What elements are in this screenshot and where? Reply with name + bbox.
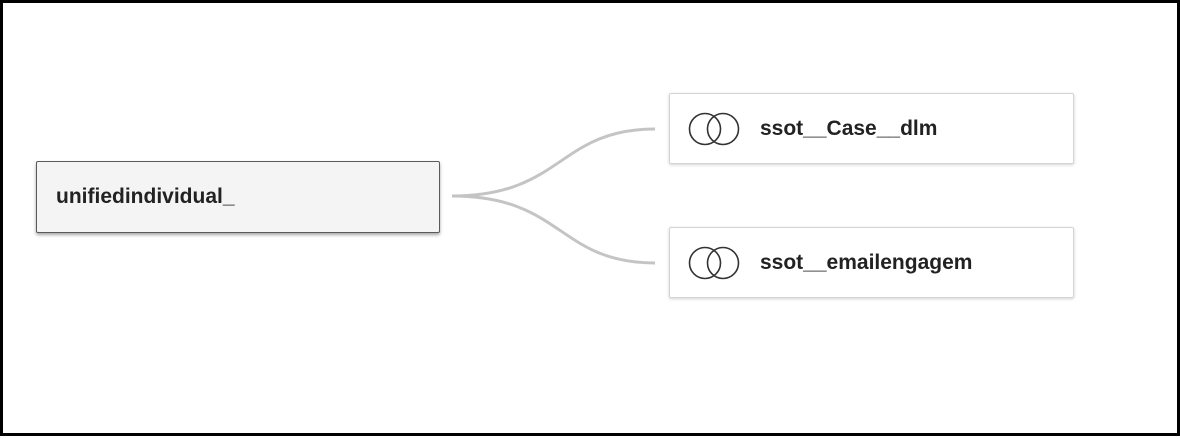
root-table-label: unifiedindividual_ xyxy=(56,185,235,208)
related-table-node-case[interactable]: ssot__Case__dlm xyxy=(669,93,1074,164)
connector-to-emailengagement xyxy=(451,194,656,265)
related-table-label: ssot__emailengagem xyxy=(760,250,973,274)
root-table-node[interactable]: unifiedindividual_ xyxy=(36,161,440,233)
join-circles-icon xyxy=(686,112,746,146)
relationship-connectors xyxy=(451,127,656,265)
related-table-node-emailengagement[interactable]: ssot__emailengagem xyxy=(669,227,1074,298)
connector-to-case xyxy=(451,127,656,198)
related-table-label: ssot__Case__dlm xyxy=(760,116,938,140)
join-circles-icon xyxy=(686,246,746,280)
